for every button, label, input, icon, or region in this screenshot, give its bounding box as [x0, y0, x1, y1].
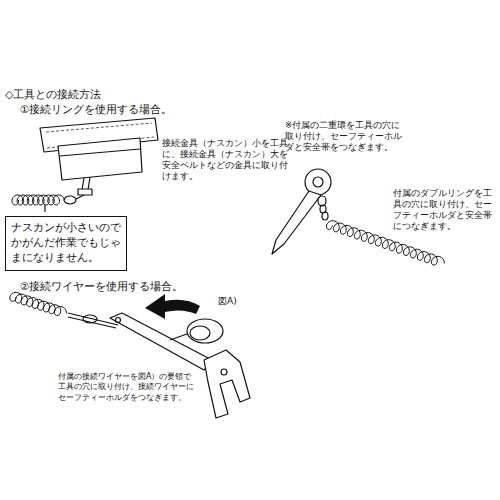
instruction-note: 接続金具（ナスカン）小を工具に、接続金具（ナスカン）大を安全ベルトなどの金具に取… — [162, 138, 290, 182]
title: ◇工具との接続方法 — [5, 88, 101, 102]
wrench-hole — [116, 318, 121, 323]
instruction-note: 付属のダブルリングを工具の穴に取り付け、セーフティーホルダと安全帯につなぎます。 — [393, 188, 497, 232]
callout-pointer — [44, 205, 45, 212]
pouch-flap — [60, 149, 140, 156]
coil-cord — [12, 195, 65, 205]
wrench-head — [204, 350, 250, 418]
ratchet-handle — [272, 191, 321, 254]
chain-link — [322, 212, 328, 220]
figure-a-ring-inner — [190, 326, 210, 340]
figure-label: 図A) — [218, 296, 258, 308]
instruction-note: 付属の接続ワイヤーを図A）の要領で工具の穴に取り付け、接続ワイヤーにセーフティー… — [58, 372, 198, 403]
buckle — [78, 189, 92, 195]
section-heading: ①接続リングを使用する場合。 — [20, 103, 220, 117]
figure-a-wire — [170, 334, 187, 340]
coil-cord — [10, 292, 66, 315]
figure-a-ring — [187, 319, 223, 343]
snap-hook — [64, 196, 76, 204]
instruction-note: ※付属の二重環を工具の穴に取り付け、セーフティーホルダと安全帯をつなぎます。 — [285, 120, 403, 153]
section-heading: ②接続ワイヤーを使用する場合。 — [20, 280, 220, 294]
wire-loop — [83, 315, 97, 323]
wrench-worm — [221, 369, 227, 375]
connection-wire — [68, 313, 118, 328]
ratchet-socket — [313, 177, 323, 187]
double-ring — [318, 196, 326, 206]
tool-pouch — [58, 138, 142, 180]
snap-hook-link — [76, 195, 84, 199]
strap — [82, 177, 90, 190]
direction-arrow — [145, 294, 200, 319]
callout-box: ナスカンが小さいのでかがんだ作業でもじゃまになりません。 — [5, 216, 127, 271]
callout-text: ナスカンが小さいのでかがんだ作業でもじゃまになりません。 — [11, 221, 121, 266]
